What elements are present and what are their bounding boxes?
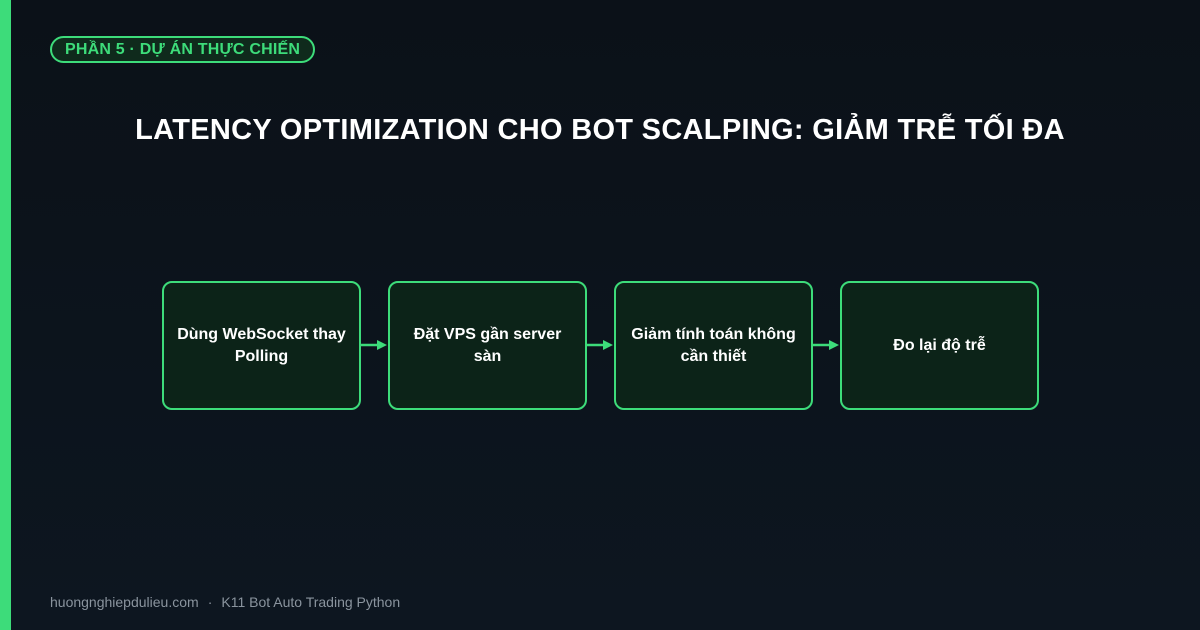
arrow-right-icon — [361, 340, 387, 350]
flow-step-websocket: Dùng WebSocket thay Polling — [162, 281, 361, 410]
flow-step-vps: Đặt VPS gần server sàn — [388, 281, 587, 410]
arrow-right-icon — [587, 340, 613, 350]
left-accent-bar — [0, 0, 11, 630]
flow-step-label: Đặt VPS gần server sàn — [413, 325, 562, 365]
flow-step-label: Dùng WebSocket thay Polling — [177, 325, 346, 365]
page-title: LATENCY OPTIMIZATION CHO BOT SCALPING: G… — [135, 114, 1065, 146]
flow-step-measure: Đo lại độ trễ — [840, 281, 1039, 410]
flow-step-label: Đo lại độ trễ — [893, 336, 986, 354]
arrow-right-icon — [813, 340, 839, 350]
footer-separator: · — [207, 594, 213, 610]
flow-step-label: Giảm tính toán không cần thiết — [631, 325, 796, 365]
flow-step-compute: Giảm tính toán không cần thiết — [614, 281, 813, 410]
footer-course: K11 Bot Auto Trading Python — [221, 594, 401, 610]
footer-site: huongnghiepdulieu.com — [50, 594, 199, 610]
footer: huongnghiepdulieu.com · K11 Bot Auto Tradi… — [50, 594, 400, 610]
section-badge: PHẦN 5 · DỰ ÁN THỰC CHIẾN — [50, 36, 316, 63]
